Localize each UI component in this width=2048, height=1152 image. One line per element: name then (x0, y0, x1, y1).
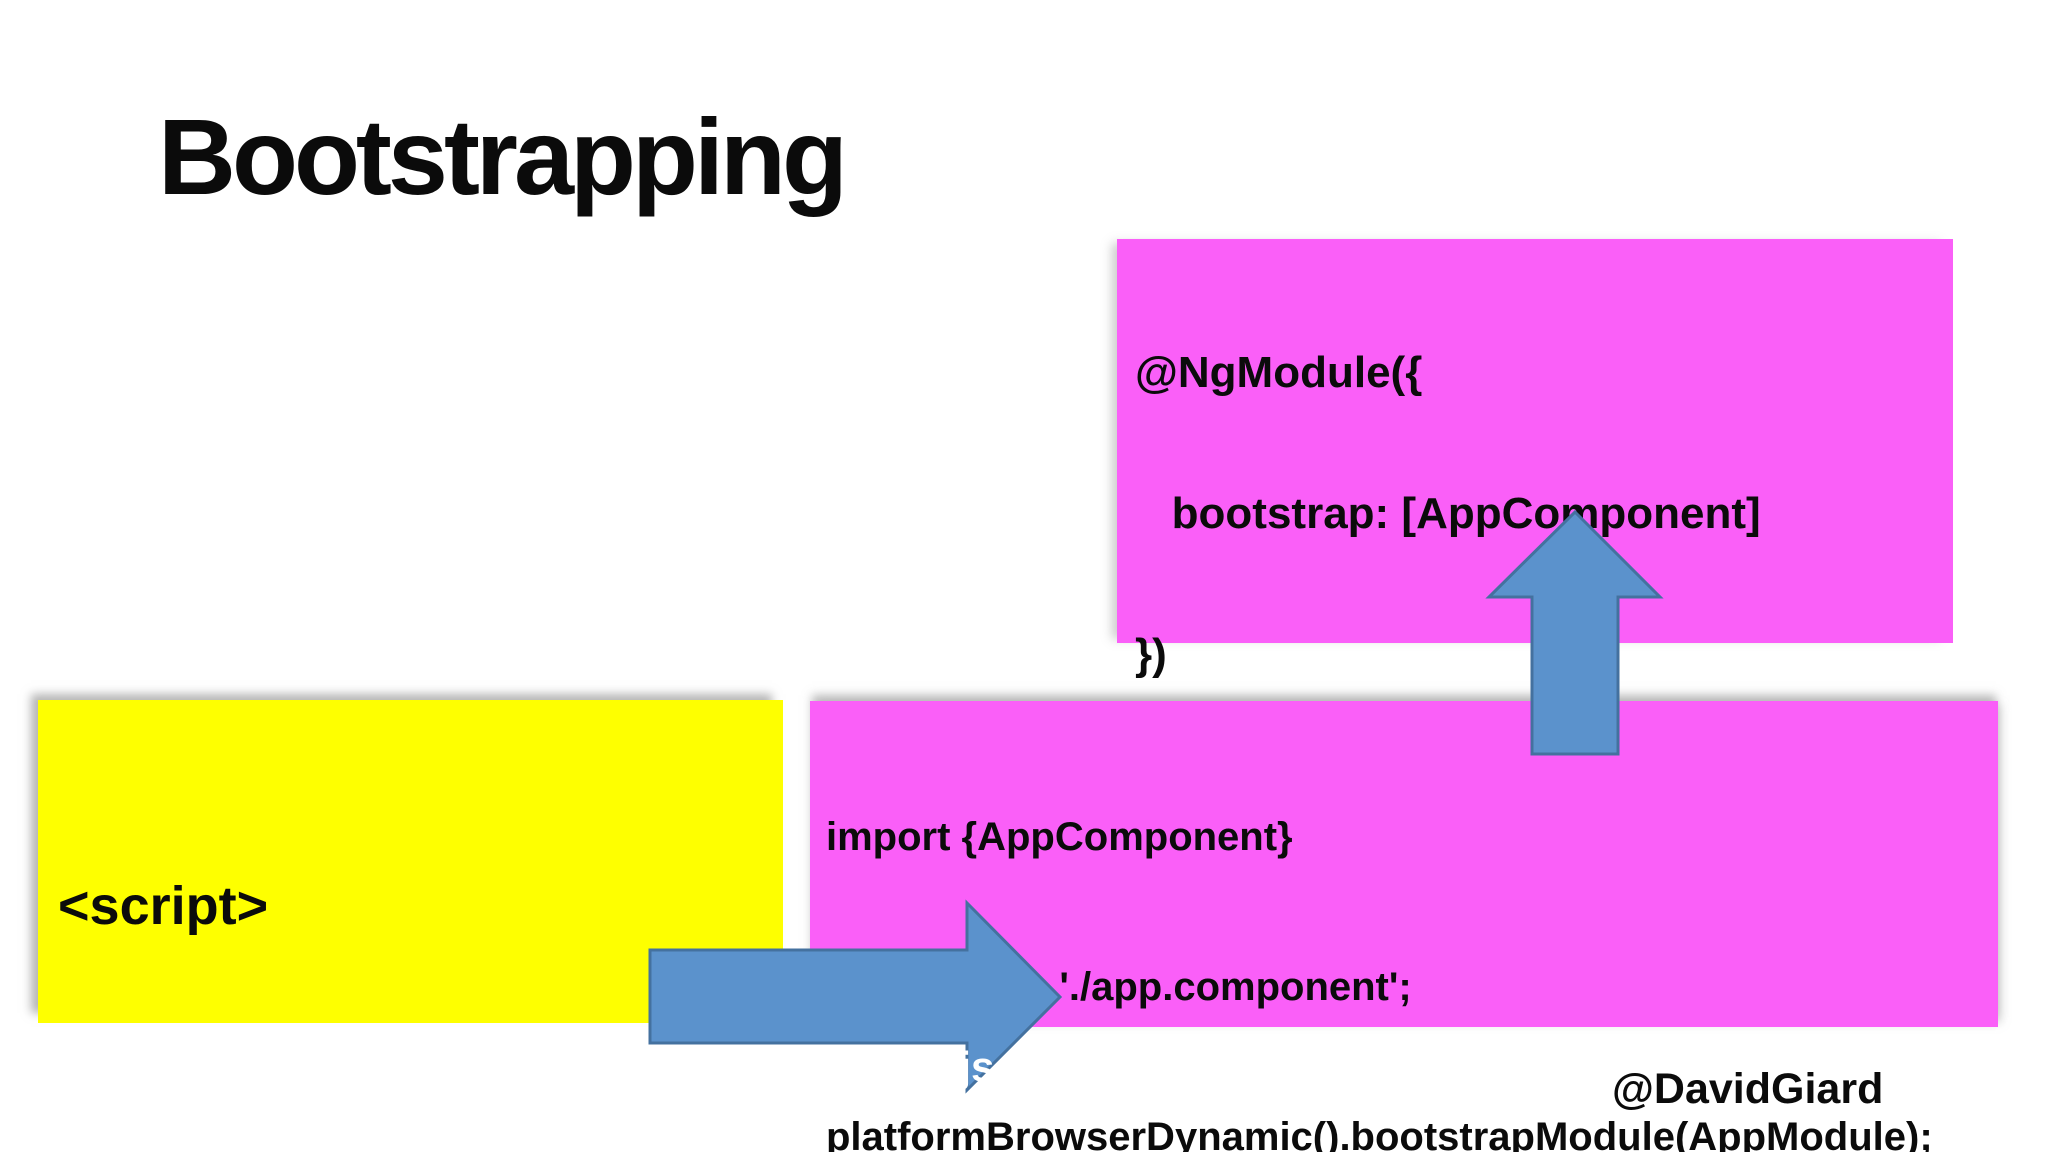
arrow-label: main.ts / main.js = bootstrap file (650, 952, 1012, 1152)
code-line: platformBrowserDynamic().bootstrapModule… (826, 1115, 1933, 1152)
code-line: @NgModule({ (1135, 348, 1423, 397)
code-line: import {AppComponent} (826, 815, 1293, 859)
code-line: bootstrap: [AppComponent] (1135, 489, 1761, 538)
arrow-label-line1: main.ts / main.js (667, 1043, 995, 1090)
author-handle: @DavidGiard (1612, 1065, 1884, 1113)
code-line: … (58, 1116, 112, 1152)
code-line: <script> (58, 876, 269, 936)
code-box-bootstrap: import {AppComponent} from './app.compon… (810, 701, 1998, 1152)
code-box-ngmodule: @NgModule({ bootstrap: [AppComponent] })… (1117, 239, 1953, 960)
page-title: Bootstrapping (158, 96, 848, 217)
code-line: }) (1135, 630, 1167, 679)
